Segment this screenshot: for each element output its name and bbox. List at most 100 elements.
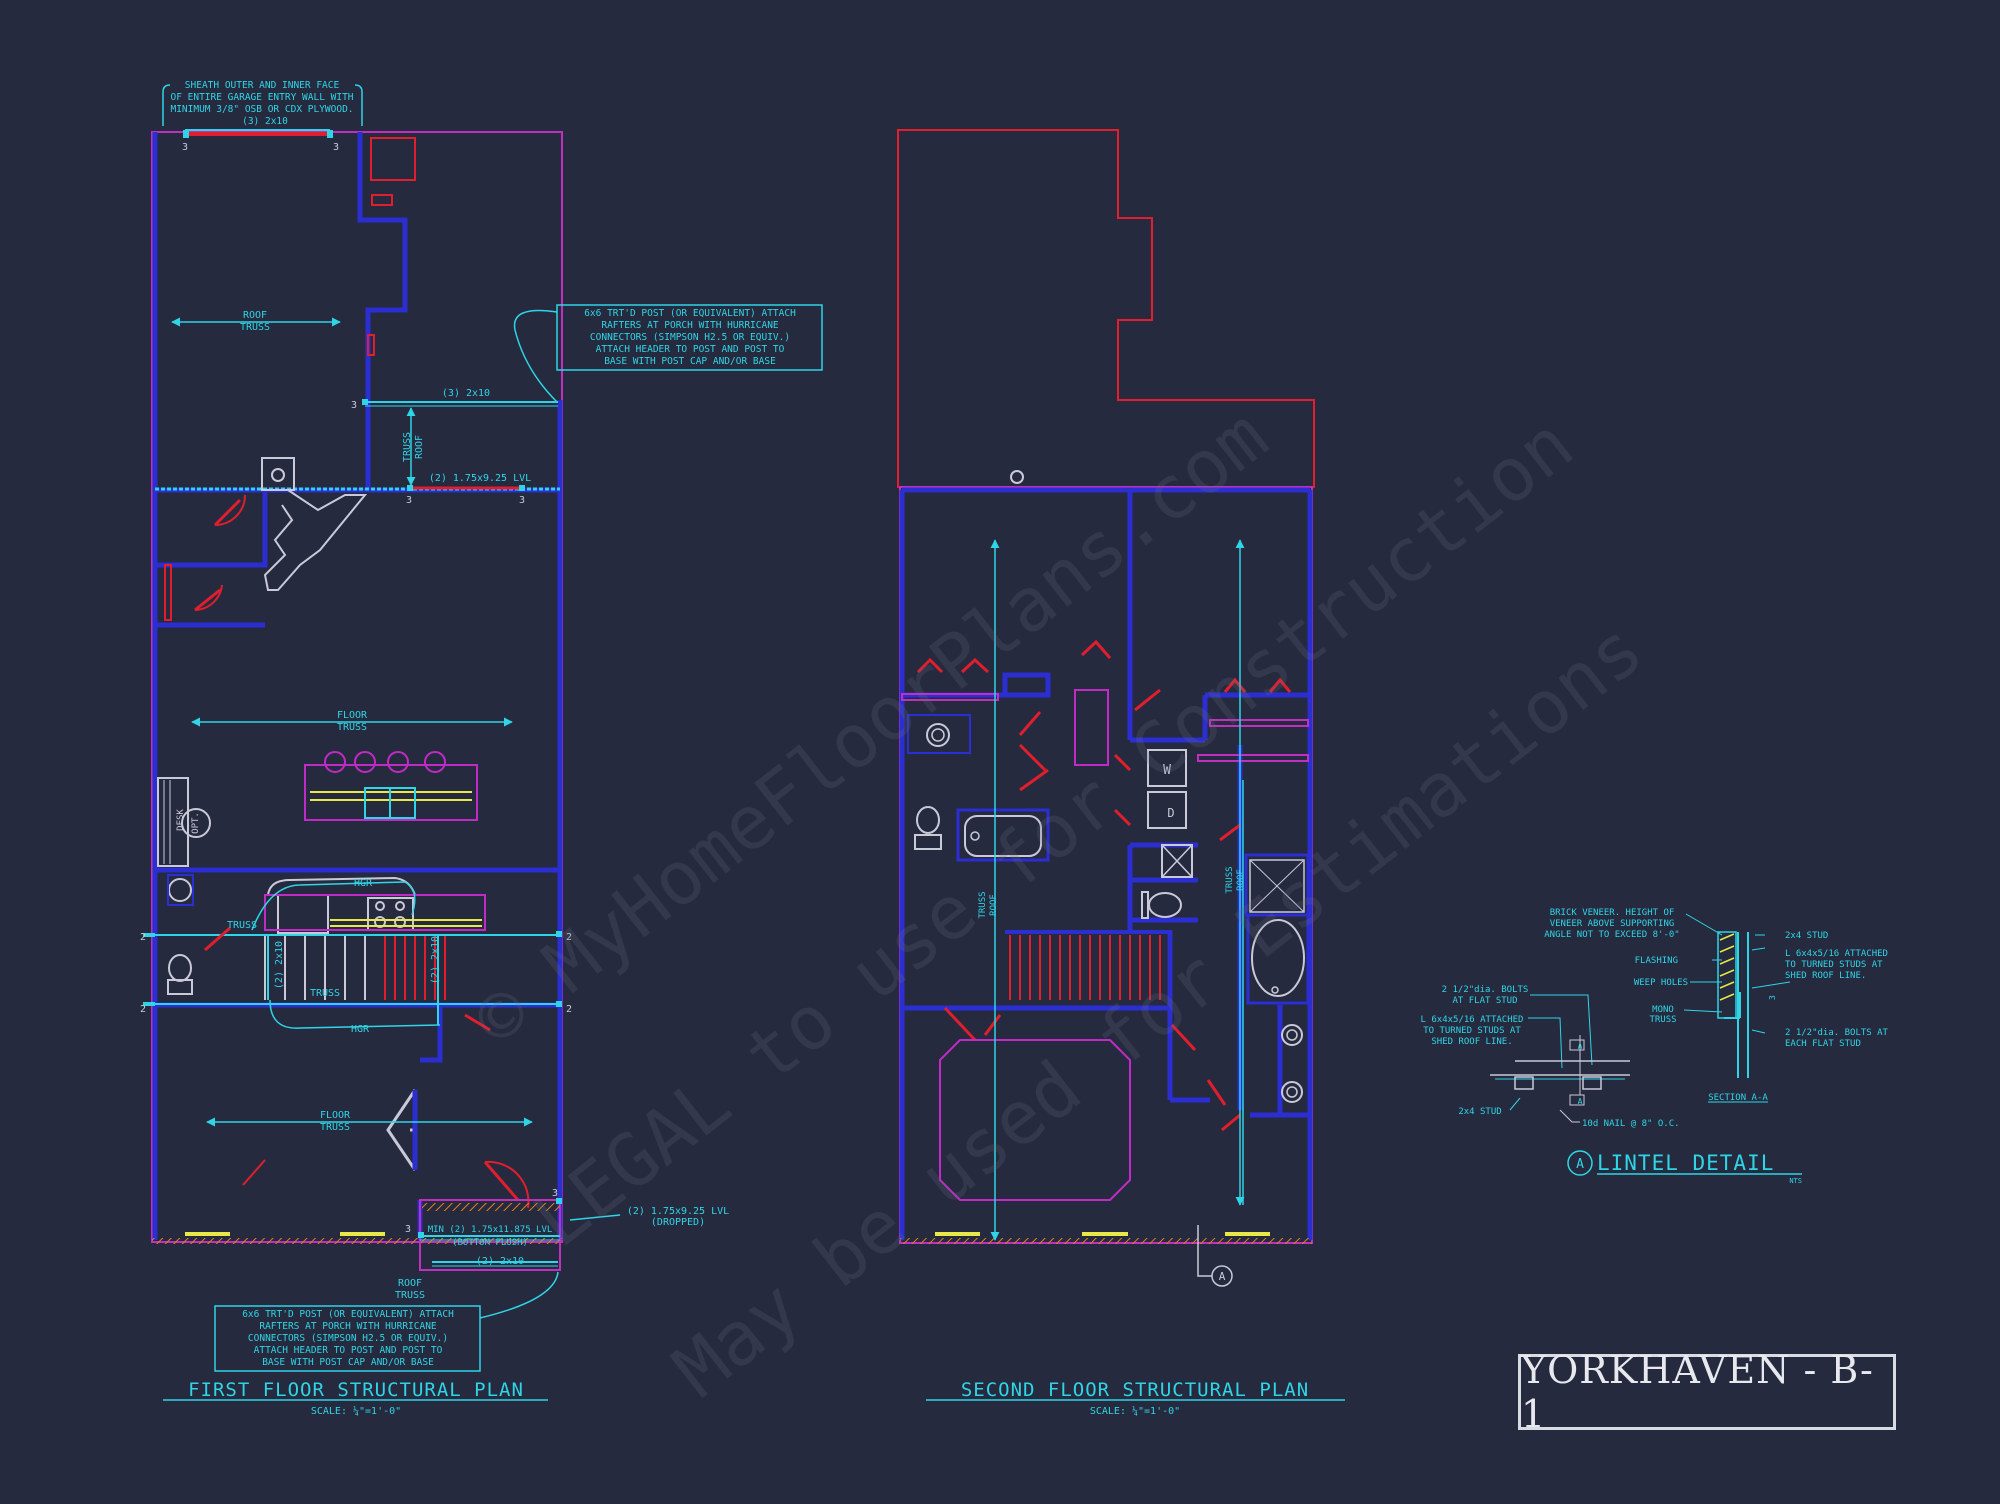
angle-left-note: SHED ROOF LINE. — [1431, 1037, 1512, 1047]
sheath-note-line: MINIMUM 3/8" OSB OR CDX PLYWOOD. — [170, 104, 353, 115]
post-note-line: ATTACH HEADER TO POST AND POST TO — [596, 344, 785, 355]
dim-2: 2 — [140, 932, 146, 943]
mono-truss-label: TRUSS — [1649, 1015, 1676, 1025]
sheath-note-line: (3) 2x10 — [242, 116, 288, 127]
post-note-line: RAFTERS AT PORCH WITH HURRICANE — [601, 320, 779, 331]
truss-left-label: TRUSS — [227, 920, 257, 931]
post-note-line: BASE WITH POST CAP AND/OR BASE — [262, 1357, 434, 1368]
truss-mid-label: TRUSS — [310, 988, 340, 999]
lintel-detail: 3 BRICK VENEER. HEIGHT OF VENEER ABOVE S… — [1421, 908, 1889, 1185]
flashing-label: FLASHING — [1635, 956, 1678, 966]
section-marker-label: A — [1219, 1270, 1226, 1283]
plan-name: YORKHAVEN - B-1 — [1521, 1348, 1874, 1436]
first-floor-scale: SCALE: ¼"=1'-0" — [311, 1405, 401, 1417]
first-floor-title: FIRST FLOOR STRUCTURAL PLAN — [188, 1379, 524, 1401]
weep-holes-label: WEEP HOLES — [1634, 978, 1688, 988]
truss-roof-b-label-a: TRUSS — [1225, 866, 1235, 893]
hgr-top-label: HGR — [354, 878, 373, 889]
floor-truss-label-a: FLOOR — [337, 710, 368, 721]
post-note-line: CONNECTORS (SIMPSON H2.5 OR EQUIV.) — [248, 1333, 448, 1344]
roof-truss-label-b: TRUSS — [240, 322, 270, 333]
angle-right-note: TO TURNED STUDS AT — [1785, 960, 1883, 970]
lvl-2x10-right-label: (2) 2x10 — [430, 936, 441, 984]
first-floor-plan: DESK OPT. — [140, 80, 823, 1417]
section-label: SECTION A-A — [1708, 1093, 1768, 1103]
bolts-each-note: EACH FLAT STUD — [1785, 1039, 1861, 1049]
mono-truss-label: MONO — [1652, 1005, 1674, 1015]
second-floor-plan: W D — [897, 129, 1345, 1417]
nail-label: 10d NAIL @ 8" O.C. — [1582, 1119, 1680, 1129]
pitch-marker: 3 — [1768, 995, 1777, 1000]
lvl-min-label: MIN (2) 1.75x11.875 LVL — [428, 1225, 553, 1235]
header-2-2x10-label: (2) 2x10 — [476, 1256, 524, 1267]
floor-truss-label-b: TRUSS — [337, 722, 367, 733]
section-tag: A — [1578, 1097, 1583, 1106]
sheath-note-line: OF ENTIRE GARAGE ENTRY WALL WITH — [170, 92, 353, 103]
post-note-line: BASE WITH POST CAP AND/OR BASE — [604, 356, 776, 367]
post-note-line: CONNECTORS (SIMPSON H2.5 OR EQUIV.) — [590, 332, 790, 343]
washer-label: W — [1163, 763, 1171, 778]
dim-3: 3 — [333, 142, 339, 153]
post-note-line: RAFTERS AT PORCH WITH HURRICANE — [259, 1321, 437, 1332]
dryer-label: D — [1167, 806, 1174, 820]
truss-roof-b-label-b: ROOF — [1236, 869, 1246, 891]
title-block: YORKHAVEN - B-1 — [1518, 1348, 1896, 1436]
dim-3: 3 — [405, 1224, 411, 1235]
section-tag: A — [1578, 1042, 1583, 1051]
post-note-line: ATTACH HEADER TO POST AND POST TO — [254, 1345, 443, 1356]
truss-roof-a-label-b: ROOF — [989, 894, 999, 916]
brick-note: VENEER ABOVE SUPPORTING — [1550, 919, 1675, 929]
post-note-top-box — [556, 304, 823, 371]
lintel-nts: NTS — [1789, 1177, 1802, 1185]
lvl-dropped-label-b: (DROPPED) — [651, 1217, 705, 1228]
dim-3: 3 — [351, 400, 357, 411]
lintel-title: LINTEL DETAIL — [1597, 1151, 1774, 1175]
roof-truss-label-a: ROOF — [243, 310, 267, 321]
bottom-flush-label: (BOTTOM FLUSH) — [452, 1238, 528, 1248]
bolts-flat-note: AT FLAT STUD — [1452, 996, 1517, 1006]
sheath-note: SHEATH OUTER AND INNER FACE OF ENTIRE GA… — [170, 80, 353, 127]
stud-2x4-b-label: 2x4 STUD — [1458, 1107, 1501, 1117]
floor-truss-2-label-b: TRUSS — [320, 1122, 350, 1133]
dim-2: 2 — [566, 1004, 572, 1015]
angle-right-note: L 6x4x5/16 ATTACHED — [1785, 949, 1888, 959]
lintel-marker: A — [1576, 1157, 1584, 1172]
angle-left-note: TO TURNED STUDS AT — [1423, 1026, 1521, 1036]
dim-2: 2 — [566, 932, 572, 943]
dim-2: 2 — [140, 1004, 146, 1015]
angle-left-note: L 6x4x5/16 ATTACHED — [1421, 1015, 1524, 1025]
desk-label: DESK — [176, 809, 186, 831]
lvl-label: (2) 1.75x9.25 LVL — [429, 473, 531, 484]
brick-note: BRICK VENEER. HEIGHT OF — [1550, 908, 1675, 918]
angle-right-note: SHED ROOF LINE. — [1785, 971, 1866, 981]
hgr-bottom-label: HGR — [351, 1024, 370, 1035]
dim-3: 3 — [552, 1188, 558, 1199]
lvl-dropped-label-a: (2) 1.75x9.25 LVL — [627, 1206, 729, 1217]
truss-roof-label-a: TRUSS — [402, 432, 413, 462]
second-floor-scale: SCALE: ¼"=1'-0" — [1090, 1405, 1180, 1417]
floor-truss-2-label-a: FLOOR — [320, 1110, 351, 1121]
stud-2x4-label: 2x4 STUD — [1785, 931, 1828, 941]
post-note-bottom-box — [214, 1305, 481, 1372]
roof-truss-b-label-a: ROOF — [398, 1278, 422, 1289]
opt-label: OPT. — [191, 812, 201, 834]
lvl-2x10-left-label: (2) 2x10 — [274, 941, 285, 989]
bolts-each-note: 2 1/2"dia. BOLTS AT — [1785, 1028, 1889, 1038]
truss-roof-a-label-a: TRUSS — [978, 891, 988, 918]
dim-3: 3 — [182, 142, 188, 153]
roof-truss-b-label-b: TRUSS — [395, 1290, 425, 1301]
second-floor-title: SECOND FLOOR STRUCTURAL PLAN — [961, 1379, 1309, 1401]
post-note-top: 6x6 TRT'D POST (OR EQUIVALENT) ATTACH RA… — [584, 308, 796, 367]
brick-note: ANGLE NOT TO EXCEED 8'-0" — [1544, 930, 1679, 940]
post-note-line: 6x6 TRT'D POST (OR EQUIVALENT) ATTACH — [242, 1309, 454, 1320]
dim-3: 3 — [406, 495, 412, 506]
header-3-2x10-label: (3) 2x10 — [442, 388, 490, 399]
dim-3: 3 — [519, 495, 525, 506]
truss-roof-label-b: ROOF — [414, 435, 425, 459]
post-note-line: 6x6 TRT'D POST (OR EQUIVALENT) ATTACH — [584, 308, 796, 319]
sheath-note-line: SHEATH OUTER AND INNER FACE — [185, 80, 340, 91]
bolts-flat-note: 2 1/2"dia. BOLTS — [1442, 985, 1529, 995]
post-note-bottom: 6x6 TRT'D POST (OR EQUIVALENT) ATTACH RA… — [242, 1309, 454, 1368]
